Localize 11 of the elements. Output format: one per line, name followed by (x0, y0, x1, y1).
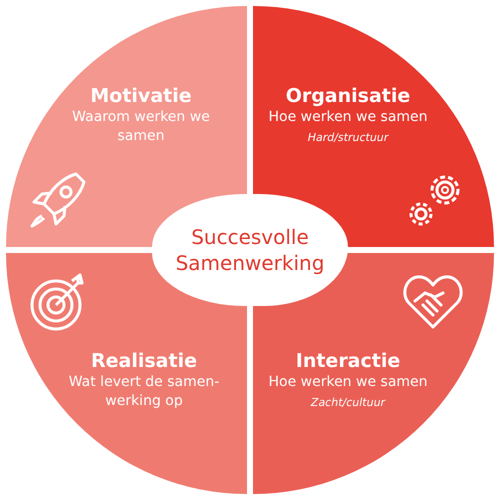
quadrant-note: Hard/structuur (306, 130, 390, 146)
quadrant-heading: Realisatie (90, 349, 198, 373)
quadrant-heading: Motivatie (89, 84, 193, 108)
quadrant-text: Waarom werken we samen (71, 108, 211, 146)
quadrant-text: Hoe werken we samen (267, 108, 429, 127)
quadrant-note: Zacht/cultuur (310, 395, 386, 411)
quadrant-heading: Organisatie (284, 84, 412, 108)
quadrant-text: Hoe werken we samen (267, 373, 429, 392)
quadrant-text: Wat levert de samen- werking op (68, 373, 220, 411)
center-title: Succesvolle Samenwerking (174, 224, 326, 276)
quadrant-heading: Interactie (294, 349, 402, 373)
